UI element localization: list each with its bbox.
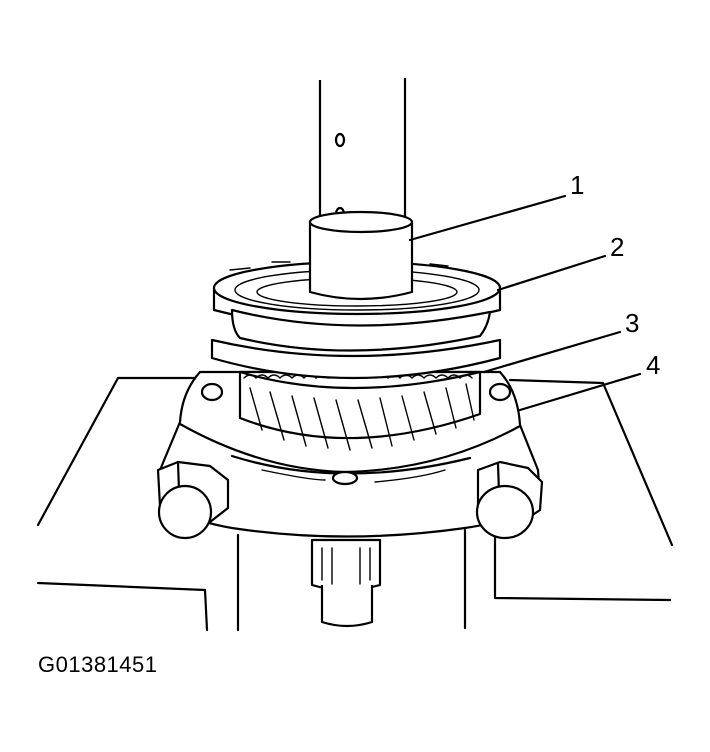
callout-1: 1 — [570, 170, 584, 200]
leader-lines — [408, 194, 642, 412]
leader-line-1 — [408, 194, 567, 242]
callout-2: 2 — [610, 232, 624, 262]
shaft-lower-end — [310, 538, 382, 628]
leader-line-2 — [496, 254, 607, 292]
callout-3: 3 — [625, 308, 639, 338]
figure-id: G01381451 — [38, 652, 158, 677]
callout-4: 4 — [646, 350, 660, 380]
leader-line-3 — [482, 330, 622, 374]
helical-gear — [238, 370, 482, 451]
bearing-race — [210, 260, 502, 380]
press-table — [36, 376, 674, 632]
leader-line-4 — [518, 372, 642, 412]
press-ram — [308, 78, 414, 301]
